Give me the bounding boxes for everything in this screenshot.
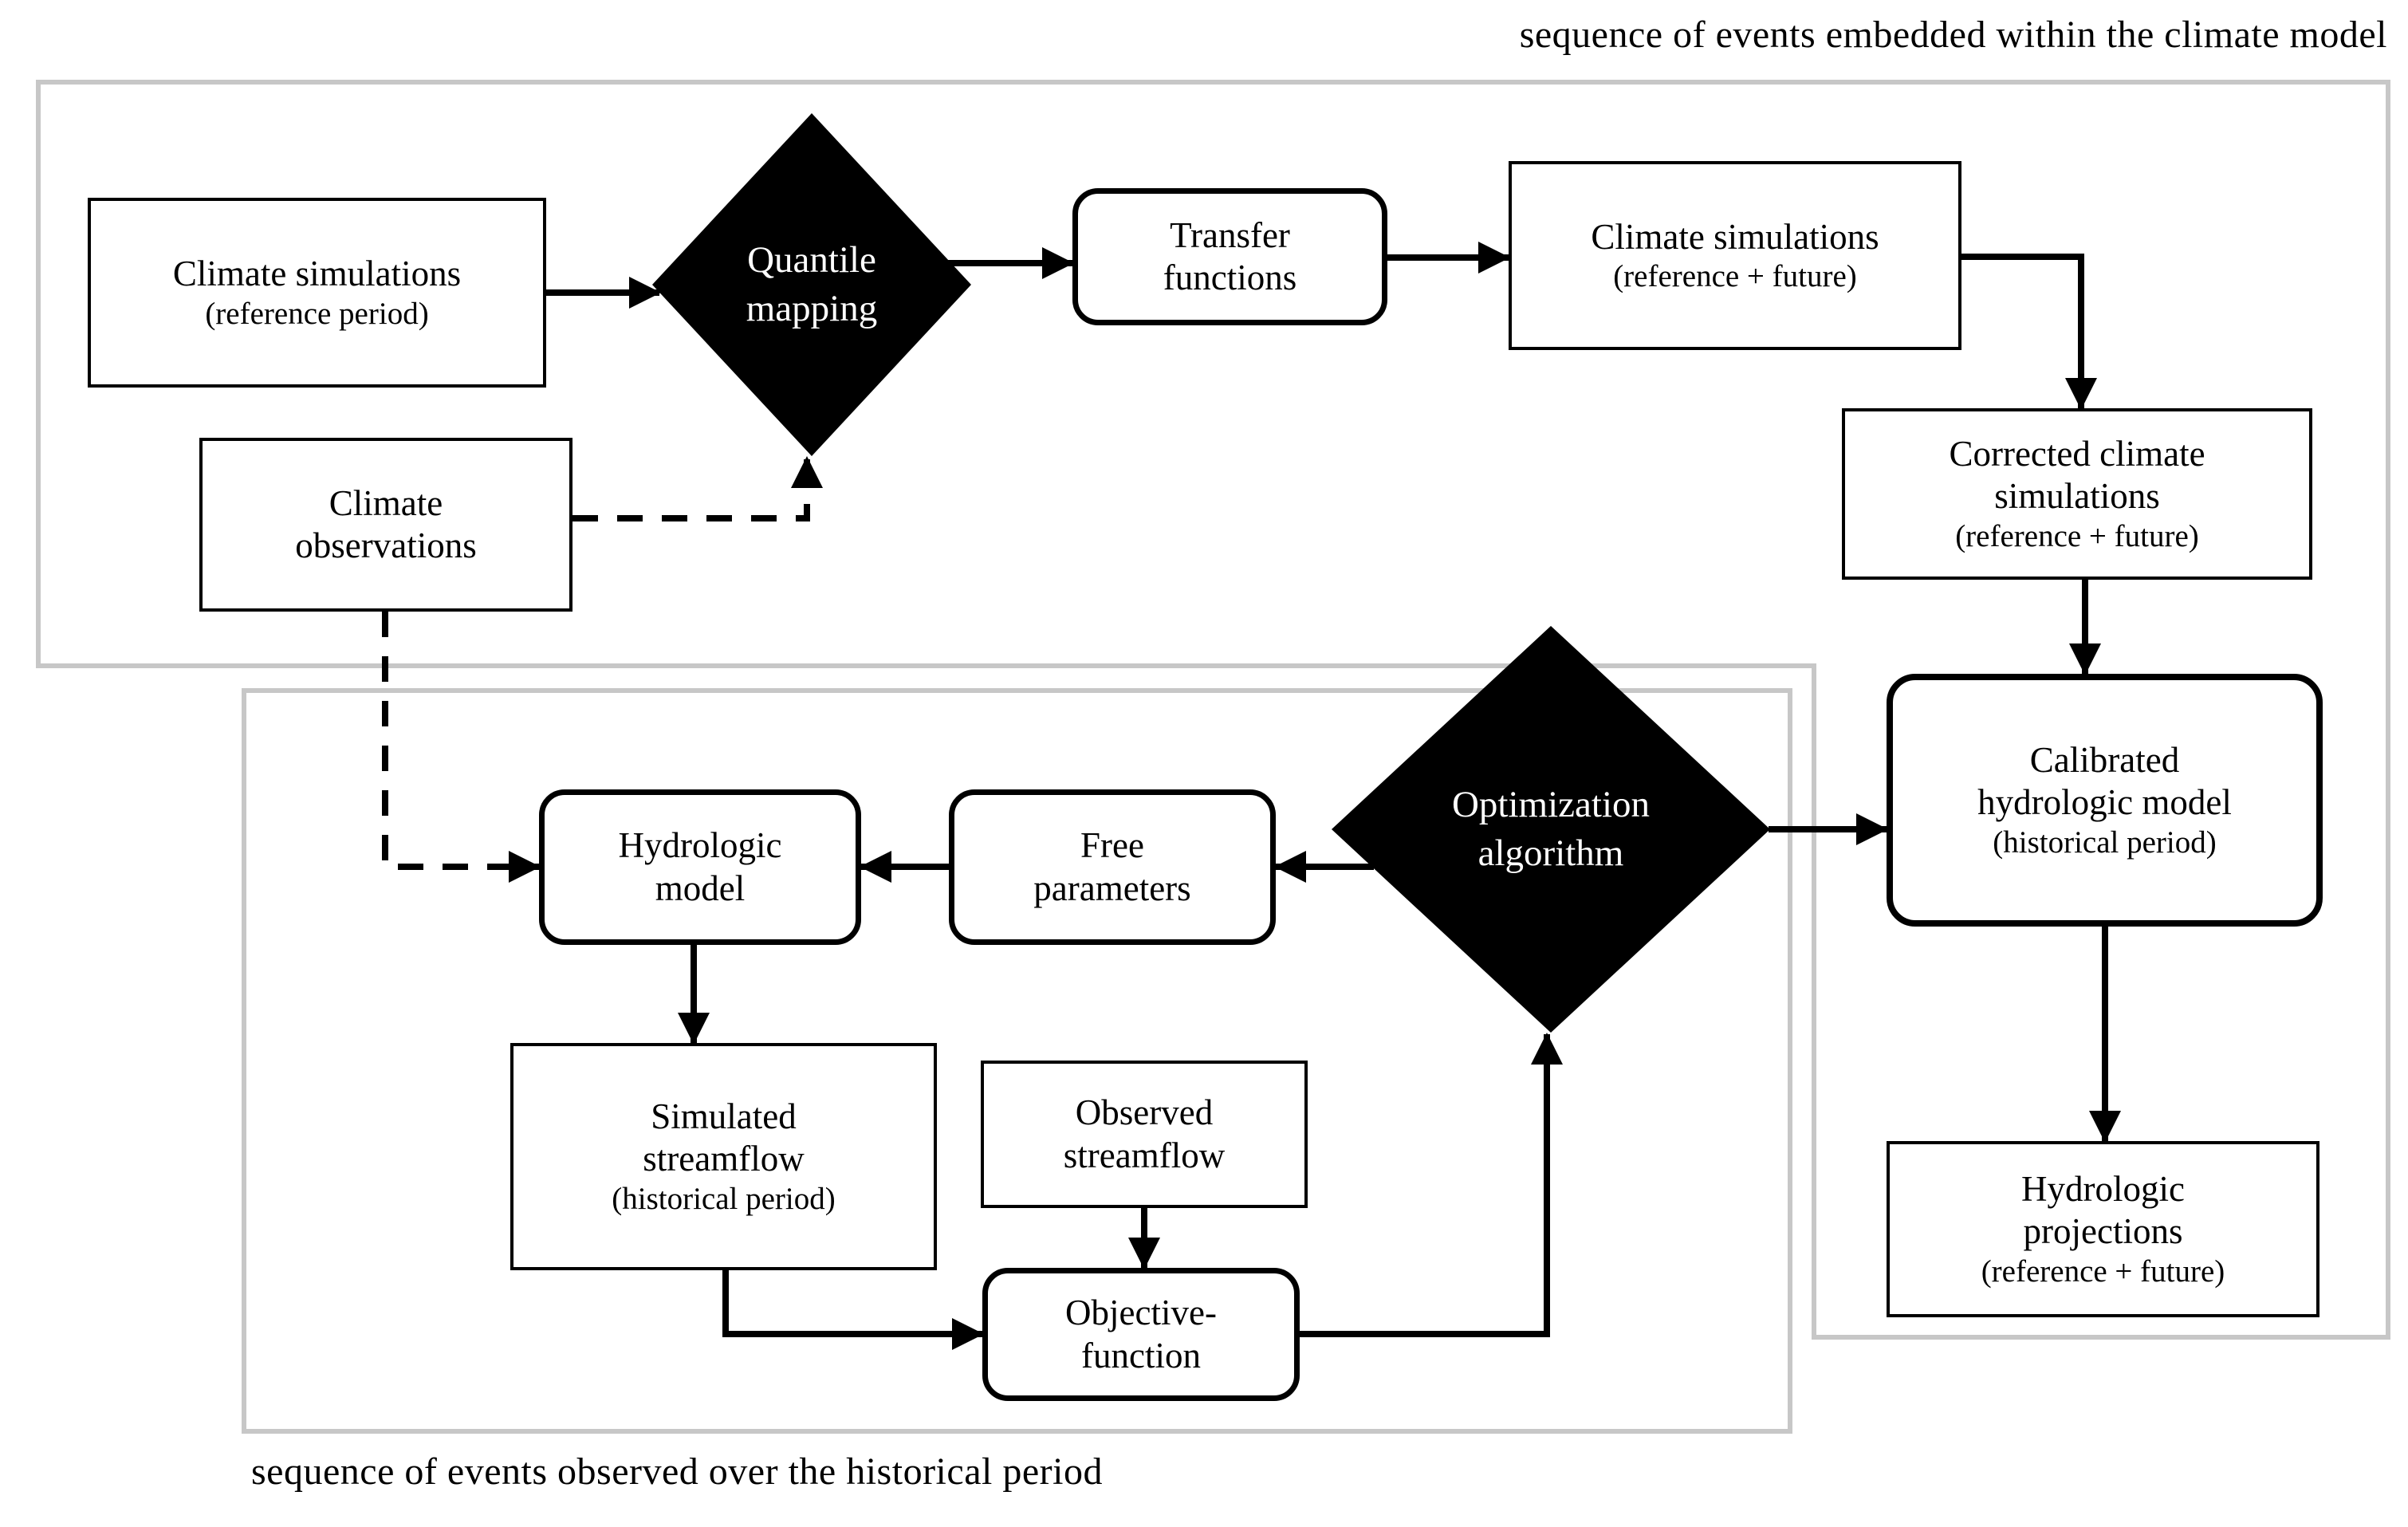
node-optimization-algorithm-line2: algorithm xyxy=(1477,832,1624,874)
node-climate-observations: Climate observations xyxy=(199,438,572,612)
node-hydrologic-projections-subtitle: (reference + future) xyxy=(1981,1253,2225,1289)
node-hydrologic-projections-line1: Hydrologic xyxy=(2021,1169,2185,1210)
node-calibrated-hydrologic-model-subtitle: (historical period) xyxy=(1993,825,2217,860)
node-calibrated-hydrologic-model-line1: Calibrated xyxy=(2029,740,2180,781)
dashed-arrow-observations-to-quantile-mapping xyxy=(572,456,823,521)
node-hydrologic-model-line2: model xyxy=(655,868,746,908)
node-observed-streamflow-line2: streamflow xyxy=(1063,1135,1226,1175)
node-quantile-mapping-line2: mapping xyxy=(746,288,878,329)
node-free-parameters-line1: Free xyxy=(1080,825,1144,866)
node-objective-function-line2: function xyxy=(1081,1335,1201,1375)
node-free-parameters-line2: parameters xyxy=(1033,868,1191,908)
node-climate-observations-line1: Climate xyxy=(329,482,443,523)
node-objective-function-line1: Objective- xyxy=(1065,1293,1217,1333)
node-corrected-climate-simulations-subtitle: (reference + future) xyxy=(1955,518,2199,553)
node-climate-simulations-reference-future: Climate simulations (reference + future) xyxy=(1509,161,1961,350)
node-simulated-streamflow: Simulated streamflow (historical period) xyxy=(510,1043,937,1270)
node-hydrologic-model: Hydrologic model xyxy=(539,789,861,945)
node-transfer-functions-line2: functions xyxy=(1163,258,1297,297)
node-corrected-climate-simulations-line1: Corrected climate xyxy=(1949,434,2205,474)
node-corrected-climate-simulations: Corrected climate simulations (reference… xyxy=(1842,408,2312,580)
caption-historical-period-sequence: sequence of events observed over the his… xyxy=(251,1450,1103,1493)
node-free-parameters: Free parameters xyxy=(949,789,1276,945)
node-corrected-climate-simulations-line2: simulations xyxy=(1994,476,2160,517)
node-calibrated-hydrologic-model: Calibrated hydrologic model (historical … xyxy=(1887,674,2323,927)
node-objective-function: Objective- function xyxy=(982,1268,1300,1401)
node-hydrologic-projections-line2: projections xyxy=(2023,1211,2183,1252)
node-transfer-functions: Transfer functions xyxy=(1072,188,1387,325)
climate-model-group-border xyxy=(36,80,2390,1340)
node-simulated-streamflow-line1: Simulated xyxy=(651,1096,797,1137)
node-climate-observations-line2: observations xyxy=(295,525,477,565)
node-climate-simulations-reference-future-subtitle: (reference + future) xyxy=(1613,259,1857,294)
node-climate-simulations-reference-title: Climate simulations xyxy=(172,254,462,294)
node-calibrated-hydrologic-model-line2: hydrologic model xyxy=(1977,782,2232,823)
node-climate-simulations-reference-subtitle: (reference period) xyxy=(205,296,429,331)
historical-period-group-border xyxy=(242,688,1792,1434)
arrow-simulated-streamflow-to-objective-function xyxy=(722,1270,984,1350)
node-observed-streamflow-line1: Observed xyxy=(1075,1092,1214,1133)
arrow-objective-function-to-optimization xyxy=(1300,1033,1563,1337)
node-simulated-streamflow-subtitle: (historical period) xyxy=(612,1181,836,1216)
node-hydrologic-model-line1: Hydrologic xyxy=(618,825,782,866)
node-climate-simulations-reference: Climate simulations (reference period) xyxy=(88,198,546,388)
node-transfer-functions-line1: Transfer xyxy=(1170,214,1290,255)
node-optimization-algorithm-line1: Optimization xyxy=(1451,783,1650,825)
node-climate-simulations-reference-future-title: Climate simulations xyxy=(1591,216,1879,257)
node-simulated-streamflow-line2: streamflow xyxy=(643,1139,805,1179)
arrow-climate-sims-ref-future-to-corrected xyxy=(1960,254,2097,410)
dashed-arrow-observations-to-hydrologic-model xyxy=(382,612,541,883)
node-hydrologic-projections: Hydrologic projections (reference + futu… xyxy=(1887,1141,2319,1317)
caption-climate-model-sequence: sequence of events embedded within the c… xyxy=(1519,14,2387,56)
node-quantile-mapping-line1: Quantile xyxy=(747,238,876,281)
node-observed-streamflow: Observed streamflow xyxy=(981,1061,1308,1208)
